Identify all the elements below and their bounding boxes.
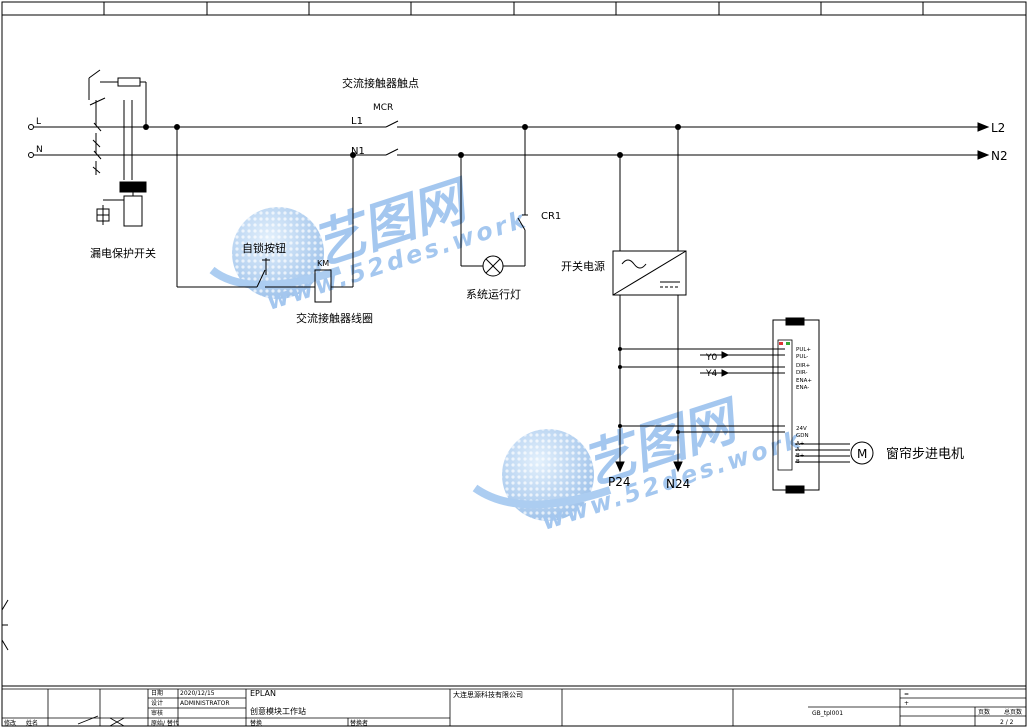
label-contactor-coil: 交流接触器线圈 bbox=[296, 311, 373, 325]
title-block-text: 日期 2020/12/15 设计 ADMINISTRATOR 审核 原始/ 替代… bbox=[4, 689, 1022, 727]
driver-pin: A- bbox=[796, 447, 802, 453]
replaced-label: 替换者 bbox=[350, 719, 368, 727]
label-MCR: MCR bbox=[373, 103, 393, 113]
label-CR1: CR1 bbox=[541, 211, 561, 222]
label-L1: L1 bbox=[351, 116, 363, 127]
driver-pin: PUL+ bbox=[796, 347, 811, 353]
label-N: N bbox=[36, 145, 43, 155]
project-name: 创意模块工作站 bbox=[250, 706, 306, 716]
schematic-labels: L N L2 N2 交流接触器触点 MCR L1 N1 CR1 漏电保护开关 自… bbox=[36, 76, 1008, 491]
name-label: 姓名 bbox=[26, 719, 38, 727]
driver-pin: ENA- bbox=[796, 385, 809, 391]
check-label: 审核 bbox=[151, 709, 163, 717]
page-number: 2 / 2 bbox=[1000, 719, 1014, 726]
total-pages-label: 总页数 bbox=[1004, 708, 1022, 716]
drawing-number: GB_tpl001 bbox=[812, 710, 843, 717]
stepper-driver bbox=[772, 317, 820, 494]
normal-label: 原始/ 替代 bbox=[151, 719, 179, 727]
label-leakage-switch: 漏电保护开关 bbox=[90, 246, 156, 260]
watermark-globe bbox=[472, 429, 612, 521]
circuit-wiring bbox=[28, 69, 990, 473]
label-Y4: Y4 bbox=[705, 369, 717, 379]
label-ac-contact: 交流接触器触点 bbox=[342, 76, 419, 90]
label-Y0: Y0 bbox=[705, 353, 717, 363]
driver-pin: A+ bbox=[796, 441, 805, 447]
driver-pin: DIR- bbox=[796, 370, 807, 376]
company-name: 大连思源科技有限公司 bbox=[453, 690, 523, 699]
title-block bbox=[2, 688, 1026, 727]
label-stepper-motor: 窗帘步进电机 bbox=[886, 446, 964, 462]
page-label: 页数 bbox=[978, 708, 990, 716]
label-P24: P24 bbox=[608, 475, 631, 489]
label-power-supply: 开关电源 bbox=[561, 259, 605, 273]
label-L2: L2 bbox=[991, 121, 1005, 135]
replace-label: 替换 bbox=[250, 719, 262, 727]
watermark-globe bbox=[209, 207, 342, 299]
label-N1: N1 bbox=[351, 146, 365, 157]
watermark-bottom: 艺图网 www.52des.work bbox=[472, 390, 806, 536]
equal-sign: = bbox=[904, 691, 909, 698]
driver-pin-labels: PUL+ PUL- DIR+ DIR- ENA+ ENA- 24V GDN A+… bbox=[796, 347, 812, 465]
driver-pin: DIR+ bbox=[796, 363, 811, 369]
label-L: L bbox=[36, 117, 41, 127]
driver-pin: GDN bbox=[796, 433, 809, 439]
author-label: 设计 bbox=[151, 699, 163, 707]
author-value: ADMINISTRATOR bbox=[180, 700, 230, 707]
label-run-lamp: 系统运行灯 bbox=[466, 288, 521, 301]
eplan-text: EPLAN bbox=[250, 689, 276, 698]
driver-pin: PUL- bbox=[796, 354, 808, 360]
driver-pin: 24V bbox=[796, 426, 807, 432]
date-value: 2020/12/15 bbox=[180, 690, 215, 697]
driver-pin: B+ bbox=[796, 453, 805, 459]
junction-dots bbox=[143, 124, 681, 434]
change-label: 修改 bbox=[4, 719, 16, 727]
label-motor-M: M bbox=[857, 447, 867, 461]
left-edge-marks bbox=[1, 599, 9, 651]
driver-pin: B- bbox=[796, 459, 802, 465]
date-label: 日期 bbox=[151, 689, 163, 697]
label-KM: KM bbox=[317, 259, 329, 268]
plus-sign: + bbox=[904, 700, 909, 707]
label-N2: N2 bbox=[991, 149, 1008, 163]
driver-pin: ENA+ bbox=[796, 378, 812, 384]
label-self-lock-button: 自锁按钮 bbox=[242, 241, 286, 255]
label-N24: N24 bbox=[666, 477, 690, 491]
